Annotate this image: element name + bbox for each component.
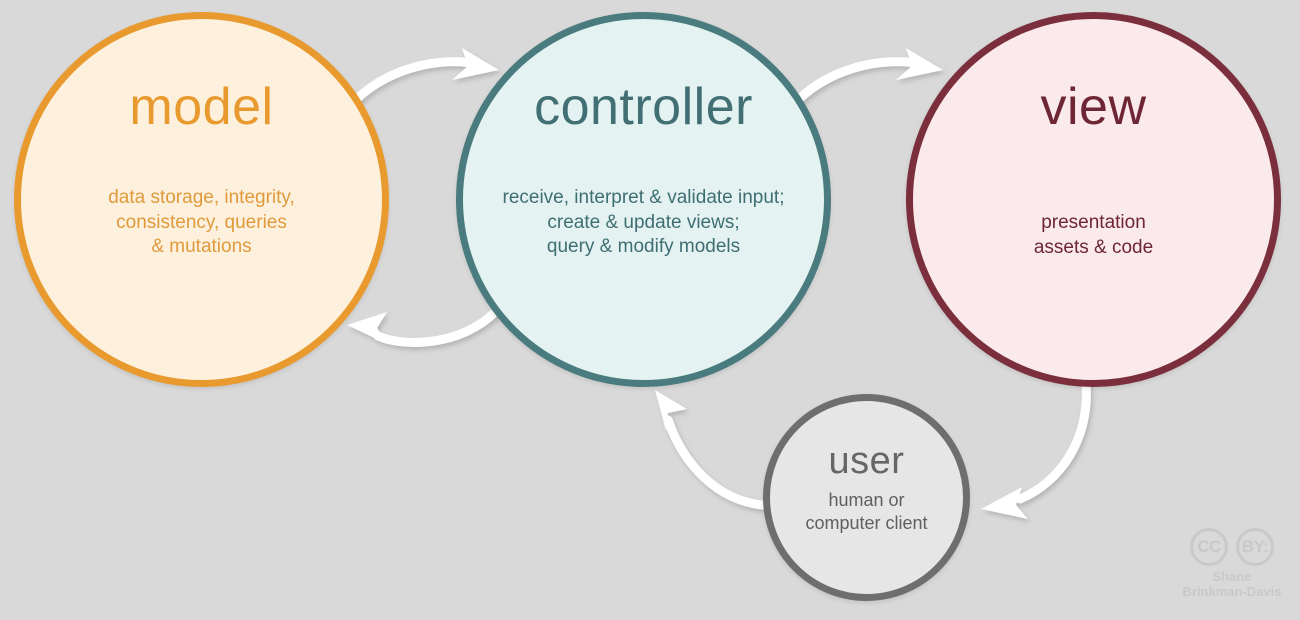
arrow-controller-to-model [347, 307, 500, 347]
node-controller-description: receive, interpret & validate input; cre… [502, 187, 785, 258]
creative-commons-icon: CC [1190, 528, 1228, 566]
arrow-view-to-user [981, 378, 1091, 519]
node-model-title: model [129, 78, 274, 136]
arrow-controller-to-view [785, 48, 943, 113]
arrow-user-to-controller [655, 390, 767, 510]
node-controller-title: controller [534, 78, 753, 136]
watermark-author: Shane Brinkman-Davis [1182, 569, 1282, 599]
node-user-description: human or computer client [805, 490, 928, 534]
attribution-by-icon: BY: [1236, 528, 1274, 566]
node-controller[interactable]: controller receive, interpret & validate… [456, 12, 831, 387]
node-view[interactable]: view presentation assets & code [906, 12, 1281, 387]
node-view-title: view [1040, 78, 1147, 136]
cc-badges: CC BY: [1190, 528, 1274, 566]
node-model-description: data storage, integrity, consistency, qu… [108, 187, 295, 258]
node-user[interactable]: user human or computer client [763, 394, 970, 601]
node-user-title: user [828, 440, 905, 482]
creative-commons-watermark: CC BY: Shane Brinkman-Davis [1176, 528, 1288, 600]
node-model[interactable]: model data storage, integrity, consisten… [14, 12, 389, 387]
arrow-model-to-controller [343, 48, 499, 113]
node-view-description: presentation assets & code [1033, 212, 1154, 258]
